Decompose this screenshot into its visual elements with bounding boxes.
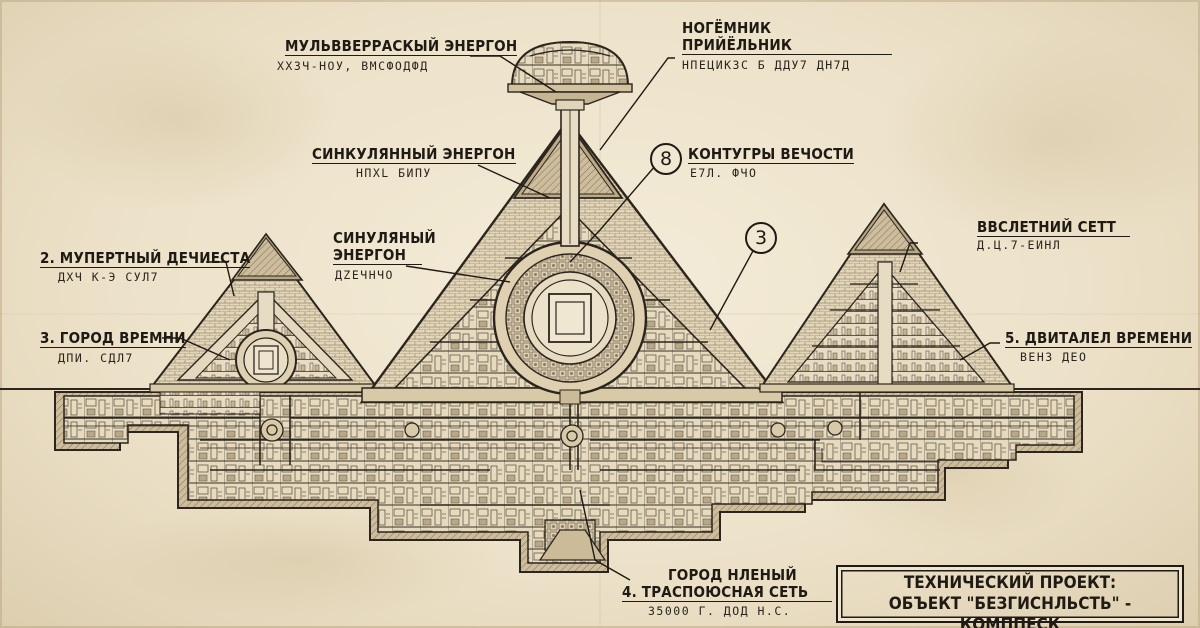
- label-title-line2: ЭНЕРГОН: [333, 247, 423, 265]
- callout-number-3: 3: [745, 222, 777, 254]
- label-code: 35000 Г. ДОД Н.С.: [648, 604, 792, 618]
- title-block: ТЕХНИЧЕСКИЙ ПРОЕКТ: ОБЪЕКТ "БЕЗГИСНЛЬСТЬ…: [836, 565, 1184, 628]
- corridors: [64, 390, 1074, 506]
- label-title: СИНКУЛЯННЫЙ ЭНЕРГОН: [312, 145, 516, 164]
- left-pyramid: [147, 232, 380, 415]
- label-title-line1: ГОРОД НЛЕНЫЙ: [668, 566, 797, 584]
- label-code: ДПИ. СДЛ7: [58, 351, 134, 365]
- label-code: НПЕЦИКЗС Б ДДУ7 ДН7Д: [682, 58, 851, 72]
- machinery-rings: [260, 418, 843, 561]
- label-title-line1: НОГЁМНИК: [682, 19, 772, 37]
- label-code: ВЕНЗ ДЕО: [1020, 350, 1088, 364]
- callout-number-8: 8: [650, 143, 682, 175]
- label-title: ВВСЛЕТНИЙ СЕТТ: [977, 219, 1131, 237]
- label-title: 5. ДВИТАЛЕЛ ВРЕМЕНИ: [1005, 329, 1193, 348]
- underground-rooms: [63, 395, 1075, 564]
- label-code: ДХЧ К-Э СУЛ7: [58, 270, 160, 284]
- label-title: МУЛЬВВЕРРАСКЫЙ ЭНЕРГОН: [285, 37, 518, 56]
- right-pyramid: [758, 202, 1016, 393]
- label-title: КОНТУГРЫ ВЕЧОСТИ: [688, 145, 855, 164]
- title-block-line2: ОБЪЕКТ "БЕЗГИСНЛЬСТЬ" - КОМППЕСК: [888, 594, 1132, 628]
- label-code: Д.Ц.7-ЕИНЛ: [977, 238, 1062, 252]
- label-code: ДZЕЧНЧО: [335, 268, 394, 282]
- central-pyramid: [359, 95, 785, 405]
- label-title-line1: СИНУЛЯНЫЙ: [333, 229, 436, 247]
- receiver-dome: [507, 40, 633, 111]
- title-block-line1: ТЕХНИЧЕСКИЙ ПРОЕКТ:: [903, 573, 1117, 593]
- label-title-line2: ПРИЙЁЛЬНИК: [682, 37, 893, 55]
- label-code: НПХL БИПУ: [356, 166, 432, 180]
- label-title-line2: 4. ТРАСПОЮСНАЯ СЕТЬ: [622, 584, 833, 602]
- leader-lines: [162, 55, 1000, 581]
- label-title: 2. МУПЕРТНЫЙ ДЕЧИЕСТА: [40, 249, 251, 268]
- label-title: 3. ГОРОД ВРЕМНИ: [40, 329, 186, 348]
- label-code: ХХЗЧ-НОУ, ВМСФОДФД: [277, 59, 429, 73]
- label-code: Е7Л. ФЧО: [690, 166, 758, 180]
